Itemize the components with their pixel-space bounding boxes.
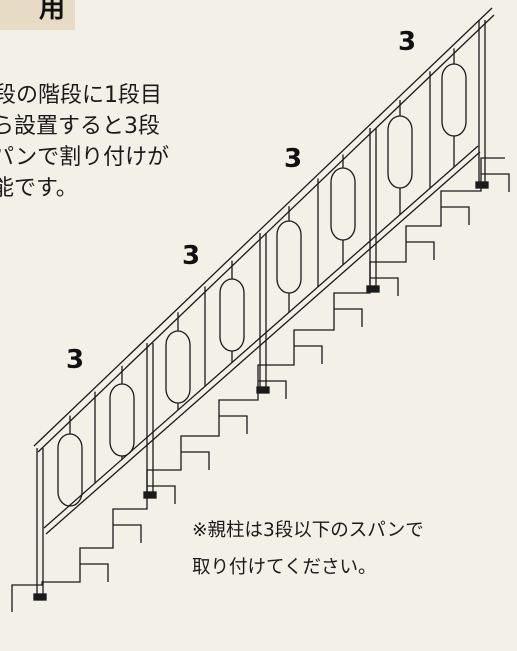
post-base-plate xyxy=(143,491,157,499)
handrail-bottom-line xyxy=(37,14,495,453)
span-count-label: 3 xyxy=(284,144,302,174)
oval-baluster xyxy=(387,115,413,189)
oval-baluster xyxy=(276,220,302,294)
stair-steps xyxy=(11,157,510,612)
note-line-2: 取り付けてください。 xyxy=(192,557,377,578)
intro-text: 段の階段に1段目 ら設置すると3段 パンで割り付けが 能です。 xyxy=(0,80,240,204)
stair-riser-detail xyxy=(181,451,210,470)
handrail-top-line xyxy=(33,7,493,447)
note-line-1: ※親柱は3段以下のスパンで xyxy=(192,520,424,541)
oval-baluster xyxy=(330,167,356,241)
post-base-plate xyxy=(33,593,47,601)
intro-line-1: 段の階段に1段目 xyxy=(0,83,162,108)
intro-line-3: パンで割り付けが xyxy=(0,145,170,170)
bottom-rail-line-1 xyxy=(43,145,479,529)
oval-baluster xyxy=(109,383,135,457)
stair-riser-detail xyxy=(370,277,399,296)
stair-riser-detail xyxy=(441,206,470,225)
span-count-label: 3 xyxy=(398,27,416,57)
oval-baluster xyxy=(57,433,83,507)
span-labels: 3 3 3 3 xyxy=(66,27,416,375)
stair-riser-detail xyxy=(113,524,142,543)
stair-riser-detail xyxy=(80,563,109,582)
note-text: ※親柱は3段以下のスパンで 取り付けてください。 xyxy=(192,512,424,586)
stair-riser-detail xyxy=(334,308,363,327)
stair-outline xyxy=(11,157,505,612)
stair-riser-detail xyxy=(258,380,287,399)
intro-line-2: ら設置すると3段 xyxy=(0,114,160,139)
post-base-plate xyxy=(475,181,489,189)
intro-line-4: 能です。 xyxy=(0,176,78,201)
newel-posts xyxy=(33,20,489,601)
bottom-rail-line-2 xyxy=(45,151,481,535)
post-base-plate xyxy=(256,386,270,394)
header-title: 用 xyxy=(38,0,65,24)
handrail xyxy=(33,7,495,535)
span-count-label: 3 xyxy=(182,241,200,271)
stair-riser-detail xyxy=(481,173,510,192)
post-base-plate xyxy=(366,285,380,293)
stair-riser-detail xyxy=(219,415,248,434)
stair-riser-detail xyxy=(294,345,323,364)
stair-riser-detail xyxy=(147,485,176,504)
stair-riser-detail xyxy=(406,241,435,260)
oval-baluster xyxy=(219,278,245,352)
oval-baluster xyxy=(441,63,467,137)
span-count-label: 3 xyxy=(66,345,84,375)
header-tab: 用 xyxy=(0,0,75,30)
balusters xyxy=(57,48,467,507)
oval-baluster xyxy=(165,330,191,404)
